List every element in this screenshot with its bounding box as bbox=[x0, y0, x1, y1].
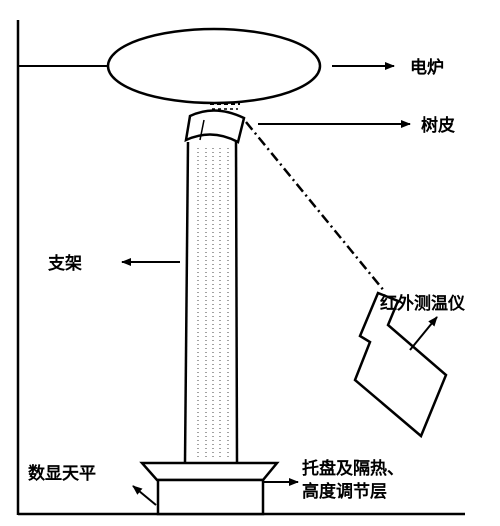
ir-thermometer-label: 红外测温仪 bbox=[380, 293, 466, 314]
furnace-label: 电炉 bbox=[410, 57, 444, 78]
bark-sample bbox=[184, 109, 246, 144]
balance-arrow bbox=[132, 485, 157, 506]
electric-furnace bbox=[18, 27, 322, 105]
tray-label-line2: 高度调节层 bbox=[302, 481, 387, 502]
tray-label-line1: 托盘及隔热、 bbox=[302, 458, 404, 479]
balance-label: 数显天平 bbox=[28, 463, 96, 484]
infrared-thermometer bbox=[245, 121, 448, 439]
bark-label: 树皮 bbox=[421, 115, 455, 136]
stand-label: 支架 bbox=[48, 253, 82, 274]
support-column bbox=[183, 141, 239, 463]
thermometer-arrow bbox=[409, 316, 438, 351]
heat-indicator bbox=[210, 103, 240, 110]
digital-balance bbox=[139, 461, 280, 516]
